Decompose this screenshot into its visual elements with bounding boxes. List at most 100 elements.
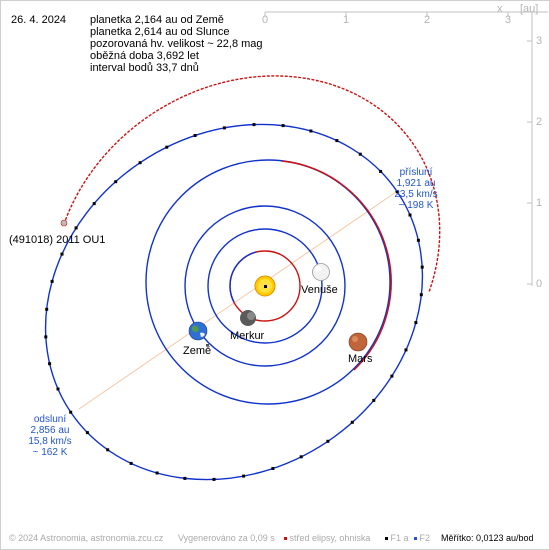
asteroid-position-point bbox=[299, 455, 303, 459]
apse-line bbox=[78, 189, 400, 410]
asteroid-position-point bbox=[271, 467, 275, 470]
legend-f2: F2 bbox=[414, 533, 430, 543]
asteroid-position-point bbox=[252, 123, 256, 127]
asteroid-orbit bbox=[44, 75, 441, 481]
orbit-mars bbox=[145, 159, 391, 405]
orbit-earth bbox=[184, 205, 346, 367]
info-line-magnitude: pozorovaná hv. velikost ~ 22,8 mag bbox=[90, 38, 263, 50]
perihelion-speed: 23,5 km/s bbox=[394, 189, 438, 200]
asteroid-position-point bbox=[129, 461, 133, 465]
perihelion-label: přísluní 1,921 au 23,5 km/s ~ 198 K bbox=[388, 167, 444, 211]
asteroid-position-point bbox=[92, 202, 96, 206]
asteroid-position-point bbox=[155, 471, 159, 475]
y-tick-3: 3 bbox=[536, 35, 543, 47]
x-tick-2: 2 bbox=[424, 14, 431, 26]
asteroid-position-point bbox=[242, 474, 246, 478]
info-line-interval: interval bodů 33,7 dnů bbox=[90, 62, 199, 74]
asteroid-position-point bbox=[404, 348, 408, 352]
asteroid-marker bbox=[60, 219, 68, 227]
asteroid-position-point bbox=[390, 374, 394, 378]
x-tick-1: 1 bbox=[343, 14, 350, 26]
legend-f2-text: F2 bbox=[419, 533, 431, 543]
asteroid-position-point bbox=[419, 293, 423, 297]
asteroid-position-point bbox=[414, 321, 418, 325]
asteroid-position-point bbox=[420, 265, 424, 269]
asteroid-position-point bbox=[85, 431, 89, 435]
legend-f1: F1 a bbox=[385, 533, 409, 543]
x-axis-label: x bbox=[497, 3, 503, 15]
asteroid-position-point bbox=[165, 145, 169, 149]
asteroid-position-point bbox=[48, 362, 52, 366]
copyright-text: © 2024 Astronomia, astronomia.zcu.cz bbox=[9, 533, 164, 543]
x-tick-0: 0 bbox=[262, 14, 269, 26]
aphelion-speed: 15,8 km/s bbox=[28, 436, 72, 447]
mercury-label: Merkur bbox=[230, 330, 265, 342]
aphelion-temperature: ~ 162 K bbox=[32, 447, 68, 458]
asteroid-position-point bbox=[44, 335, 48, 339]
asteroid-position-point bbox=[335, 139, 339, 143]
orbit-venus bbox=[207, 228, 323, 344]
asteroid-position-point bbox=[114, 180, 118, 184]
asteroid-position-point bbox=[350, 420, 354, 424]
legend-f1-text: F1 a bbox=[390, 533, 409, 543]
info-line-distance-earth: planetka 2,164 au od Země bbox=[90, 14, 224, 26]
planet-orbits bbox=[145, 159, 392, 405]
asteroid-position-point bbox=[69, 410, 73, 414]
asteroid-position-point bbox=[222, 126, 226, 130]
legend-f1-marker bbox=[385, 537, 388, 541]
asteroid-position-point bbox=[372, 398, 376, 402]
asteroid-position-point bbox=[379, 169, 383, 173]
earth-planet bbox=[188, 321, 209, 346]
asteroid-position-point bbox=[193, 134, 197, 137]
asteroid-position-point bbox=[212, 477, 216, 481]
asteroid-position-point bbox=[56, 387, 60, 391]
asteroid-label: (491018) 2011 OU1 bbox=[9, 234, 106, 246]
asteroid-position-point bbox=[416, 238, 420, 242]
orbit-mars-near-part bbox=[281, 160, 392, 371]
generation-time: Vygenerováno za 0,09 s bbox=[178, 533, 275, 543]
asteroid-position-point bbox=[326, 439, 330, 443]
asteroid-position-point bbox=[358, 152, 362, 156]
asteroid-position-point bbox=[74, 226, 78, 230]
asteroid-position-point bbox=[395, 190, 399, 194]
asteroid-position-point bbox=[309, 129, 313, 133]
legend-center-marker bbox=[284, 537, 287, 541]
venus-label: Venuše bbox=[301, 284, 338, 296]
y-tick-2: 2 bbox=[536, 116, 543, 128]
mars-planet bbox=[348, 332, 368, 352]
earth-label: Země bbox=[183, 345, 212, 357]
scale-axes bbox=[264, 11, 548, 286]
info-line-period: oběžná doba 3,692 let bbox=[90, 50, 199, 62]
asteroid-position-point bbox=[106, 448, 110, 452]
sun bbox=[254, 275, 276, 297]
asteroid-position-point bbox=[138, 161, 142, 165]
scale-text: Měřítko: 0,0123 au/bod bbox=[441, 533, 534, 543]
aphelion-distance: 2,856 au bbox=[30, 425, 70, 436]
asteroid-position-points bbox=[44, 123, 424, 481]
aphelion-title: odsluní bbox=[33, 414, 67, 425]
y-tick-0: 0 bbox=[536, 278, 543, 290]
mercury-planet bbox=[240, 310, 256, 326]
asteroid-position-point bbox=[50, 279, 54, 283]
asteroid-position-point bbox=[408, 213, 412, 217]
venus-planet bbox=[312, 263, 330, 281]
aphelion-label: odsluní 2,856 au 15,8 km/s ~ 162 K bbox=[22, 414, 78, 458]
mars-label: Mars bbox=[348, 353, 373, 365]
info-block: planetka 2,164 au od Země planetka 2,614… bbox=[90, 14, 263, 74]
asteroid-position-point bbox=[281, 124, 285, 128]
asteroid-position-point bbox=[45, 307, 49, 311]
perihelion-temperature: ~ 198 K bbox=[398, 200, 434, 211]
y-tick-1: 1 bbox=[536, 197, 543, 209]
unit-label: [au] bbox=[520, 3, 539, 15]
info-line-distance-sun: planetka 2,614 au od Slunce bbox=[90, 26, 230, 38]
date-label: 26. 4. 2024 bbox=[11, 14, 67, 26]
asteroid-position-point bbox=[183, 476, 187, 480]
legend-center-text: střed elipsy, ohniska bbox=[289, 533, 371, 543]
perihelion-title: přísluní bbox=[399, 167, 433, 178]
legend-f2-marker bbox=[414, 537, 417, 541]
x-tick-3: 3 bbox=[505, 14, 512, 26]
orbit-mercury-far-part bbox=[229, 251, 257, 303]
perihelion-distance: 1,921 au bbox=[396, 178, 436, 189]
asteroid-position-point bbox=[60, 252, 64, 256]
